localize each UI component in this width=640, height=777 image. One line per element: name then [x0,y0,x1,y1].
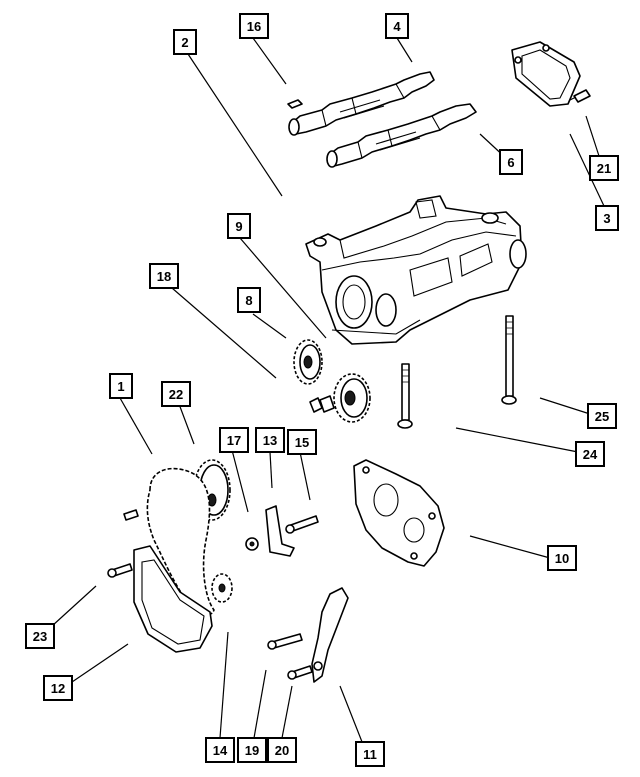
callout-label: 21 [597,161,611,176]
callout-label: 16 [247,19,261,34]
callout-label: 2 [181,35,188,50]
callout-label: 22 [169,387,183,402]
sprocket-14 [211,573,233,603]
callout-3: 3 [595,205,619,231]
callout-8: 8 [237,287,261,313]
bolt-23 [107,563,133,578]
callout-25: 25 [587,403,617,429]
balance-shaft-carrier [305,195,527,345]
callout-18: 18 [149,263,179,289]
callout-17: 17 [219,427,249,453]
balance-shaft-lower [326,103,477,168]
callout-label: 20 [275,743,289,758]
callout-label: 14 [213,743,228,758]
callout-label: 11 [363,747,377,762]
callout-label: 6 [507,155,514,170]
callout-22: 22 [161,381,191,407]
callout-label: 1 [117,379,124,394]
nut-17 [245,537,259,551]
gear-9 [319,373,371,423]
callout-15: 15 [287,429,317,455]
callout-4: 4 [385,13,409,39]
chain-guide [133,545,213,653]
bracket-13 [265,505,295,557]
callout-23: 23 [25,623,55,649]
callout-label: 25 [595,409,609,424]
callout-label: 12 [51,681,65,696]
callout-24: 24 [575,441,605,467]
timing-chain [146,467,215,616]
woodruff-key [287,99,303,109]
callout-label: 17 [227,433,241,448]
bolt-19 [267,633,303,650]
callout-label: 9 [235,219,242,234]
callout-6: 6 [499,149,523,175]
callout-label: 10 [555,551,569,566]
bolt-20 [287,665,313,680]
bolt-21 [569,89,591,103]
callout-label: 8 [245,293,252,308]
callout-14: 14 [205,737,235,763]
oil-pump-body [353,459,445,567]
bolt-small [123,509,139,521]
callout-2: 2 [173,29,197,55]
balance-shaft-upper [288,71,435,136]
tensioner-arm [311,587,349,683]
callout-16: 16 [239,13,269,39]
callout-9: 9 [227,213,251,239]
callout-label: 19 [245,743,259,758]
leader-lines [51,37,605,753]
bolt-15 [285,515,319,534]
callout-13: 13 [255,427,285,453]
gear-8 [293,339,323,385]
callout-12: 12 [43,675,73,701]
callout-label: 15 [295,435,309,450]
cover-plate [511,41,581,107]
callout-label: 24 [583,447,598,462]
callout-label: 4 [393,19,401,34]
callout-label: 13 [263,433,277,448]
callout-19: 19 [237,737,267,763]
callout-label: 18 [157,269,171,284]
callout-20: 20 [267,737,297,763]
callout-21: 21 [589,155,619,181]
callout-label: 23 [33,629,47,644]
callout-label: 3 [603,211,610,226]
bolt-25 [501,315,517,405]
bolt-18 [309,397,323,413]
callout-1: 1 [109,373,133,399]
callout-10: 10 [547,545,577,571]
bolt-24 [397,363,413,429]
callout-11: 11 [355,741,385,767]
